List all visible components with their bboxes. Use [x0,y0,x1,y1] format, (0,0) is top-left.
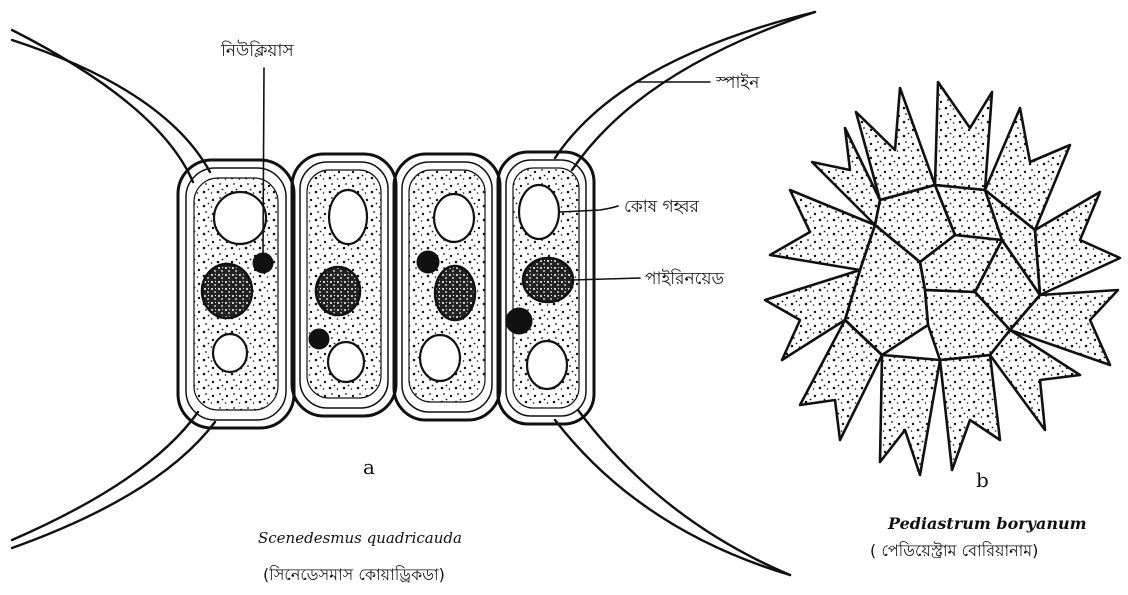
cell-3 [394,154,500,420]
pyrenoid [202,264,252,318]
vacuole [527,341,567,389]
species-local-name-a: (সিনেডেসমাস কোয়াড্রিকডা) [263,562,445,589]
nucleus [253,253,273,273]
pyrenoid [435,266,475,320]
spine-top-left [12,30,193,182]
cell-2 [292,154,396,416]
spine-bottom-right-inner [578,410,790,575]
vacuole [213,334,247,372]
outer-cell [880,355,940,475]
pyrenoid-leader [572,278,640,280]
nucleus [417,251,439,273]
outer-cell [940,355,1000,470]
spine-top-right-inner [572,12,815,170]
outer-cell [1035,192,1120,295]
nucleus [506,308,532,334]
cell-4 [498,152,594,424]
spine-bottom-left-inner [12,422,215,548]
pyrenoid [316,267,360,315]
vacuole [329,190,367,244]
spine-bottom-left [12,412,198,540]
vacuole [519,185,559,239]
cell-1 [178,160,294,428]
label-nucleus: নিউক্লিয়াস [221,38,294,66]
vacuole [420,335,460,381]
nucleus [309,329,329,349]
spine-bottom-right [555,420,790,575]
species-name-b: Pediastrum boryanum [888,514,1087,533]
label-vacuole: কোষ গহ্বর [624,194,699,222]
species-name-a: Scenedesmus quadricauda [258,529,462,547]
species-local-name-b: ( পেডিয়েস্ট্রাম বোরিয়ানাম) [870,538,1038,565]
spine-top-left-inner [12,40,210,172]
vacuole [214,192,266,244]
label-spine: স্পাইন [716,70,759,98]
pyrenoid [523,258,573,302]
panel-label-b: b [976,468,989,492]
panel-label-a: a [363,455,375,479]
nucleus-leader [263,68,264,253]
pediastrum-colony [765,82,1120,475]
vacuole [328,342,364,382]
label-pyrenoid: পাইরিনয়েড [645,266,724,294]
outer-cell [935,82,992,190]
spine-top-right [555,12,815,158]
vacuole [434,194,474,242]
